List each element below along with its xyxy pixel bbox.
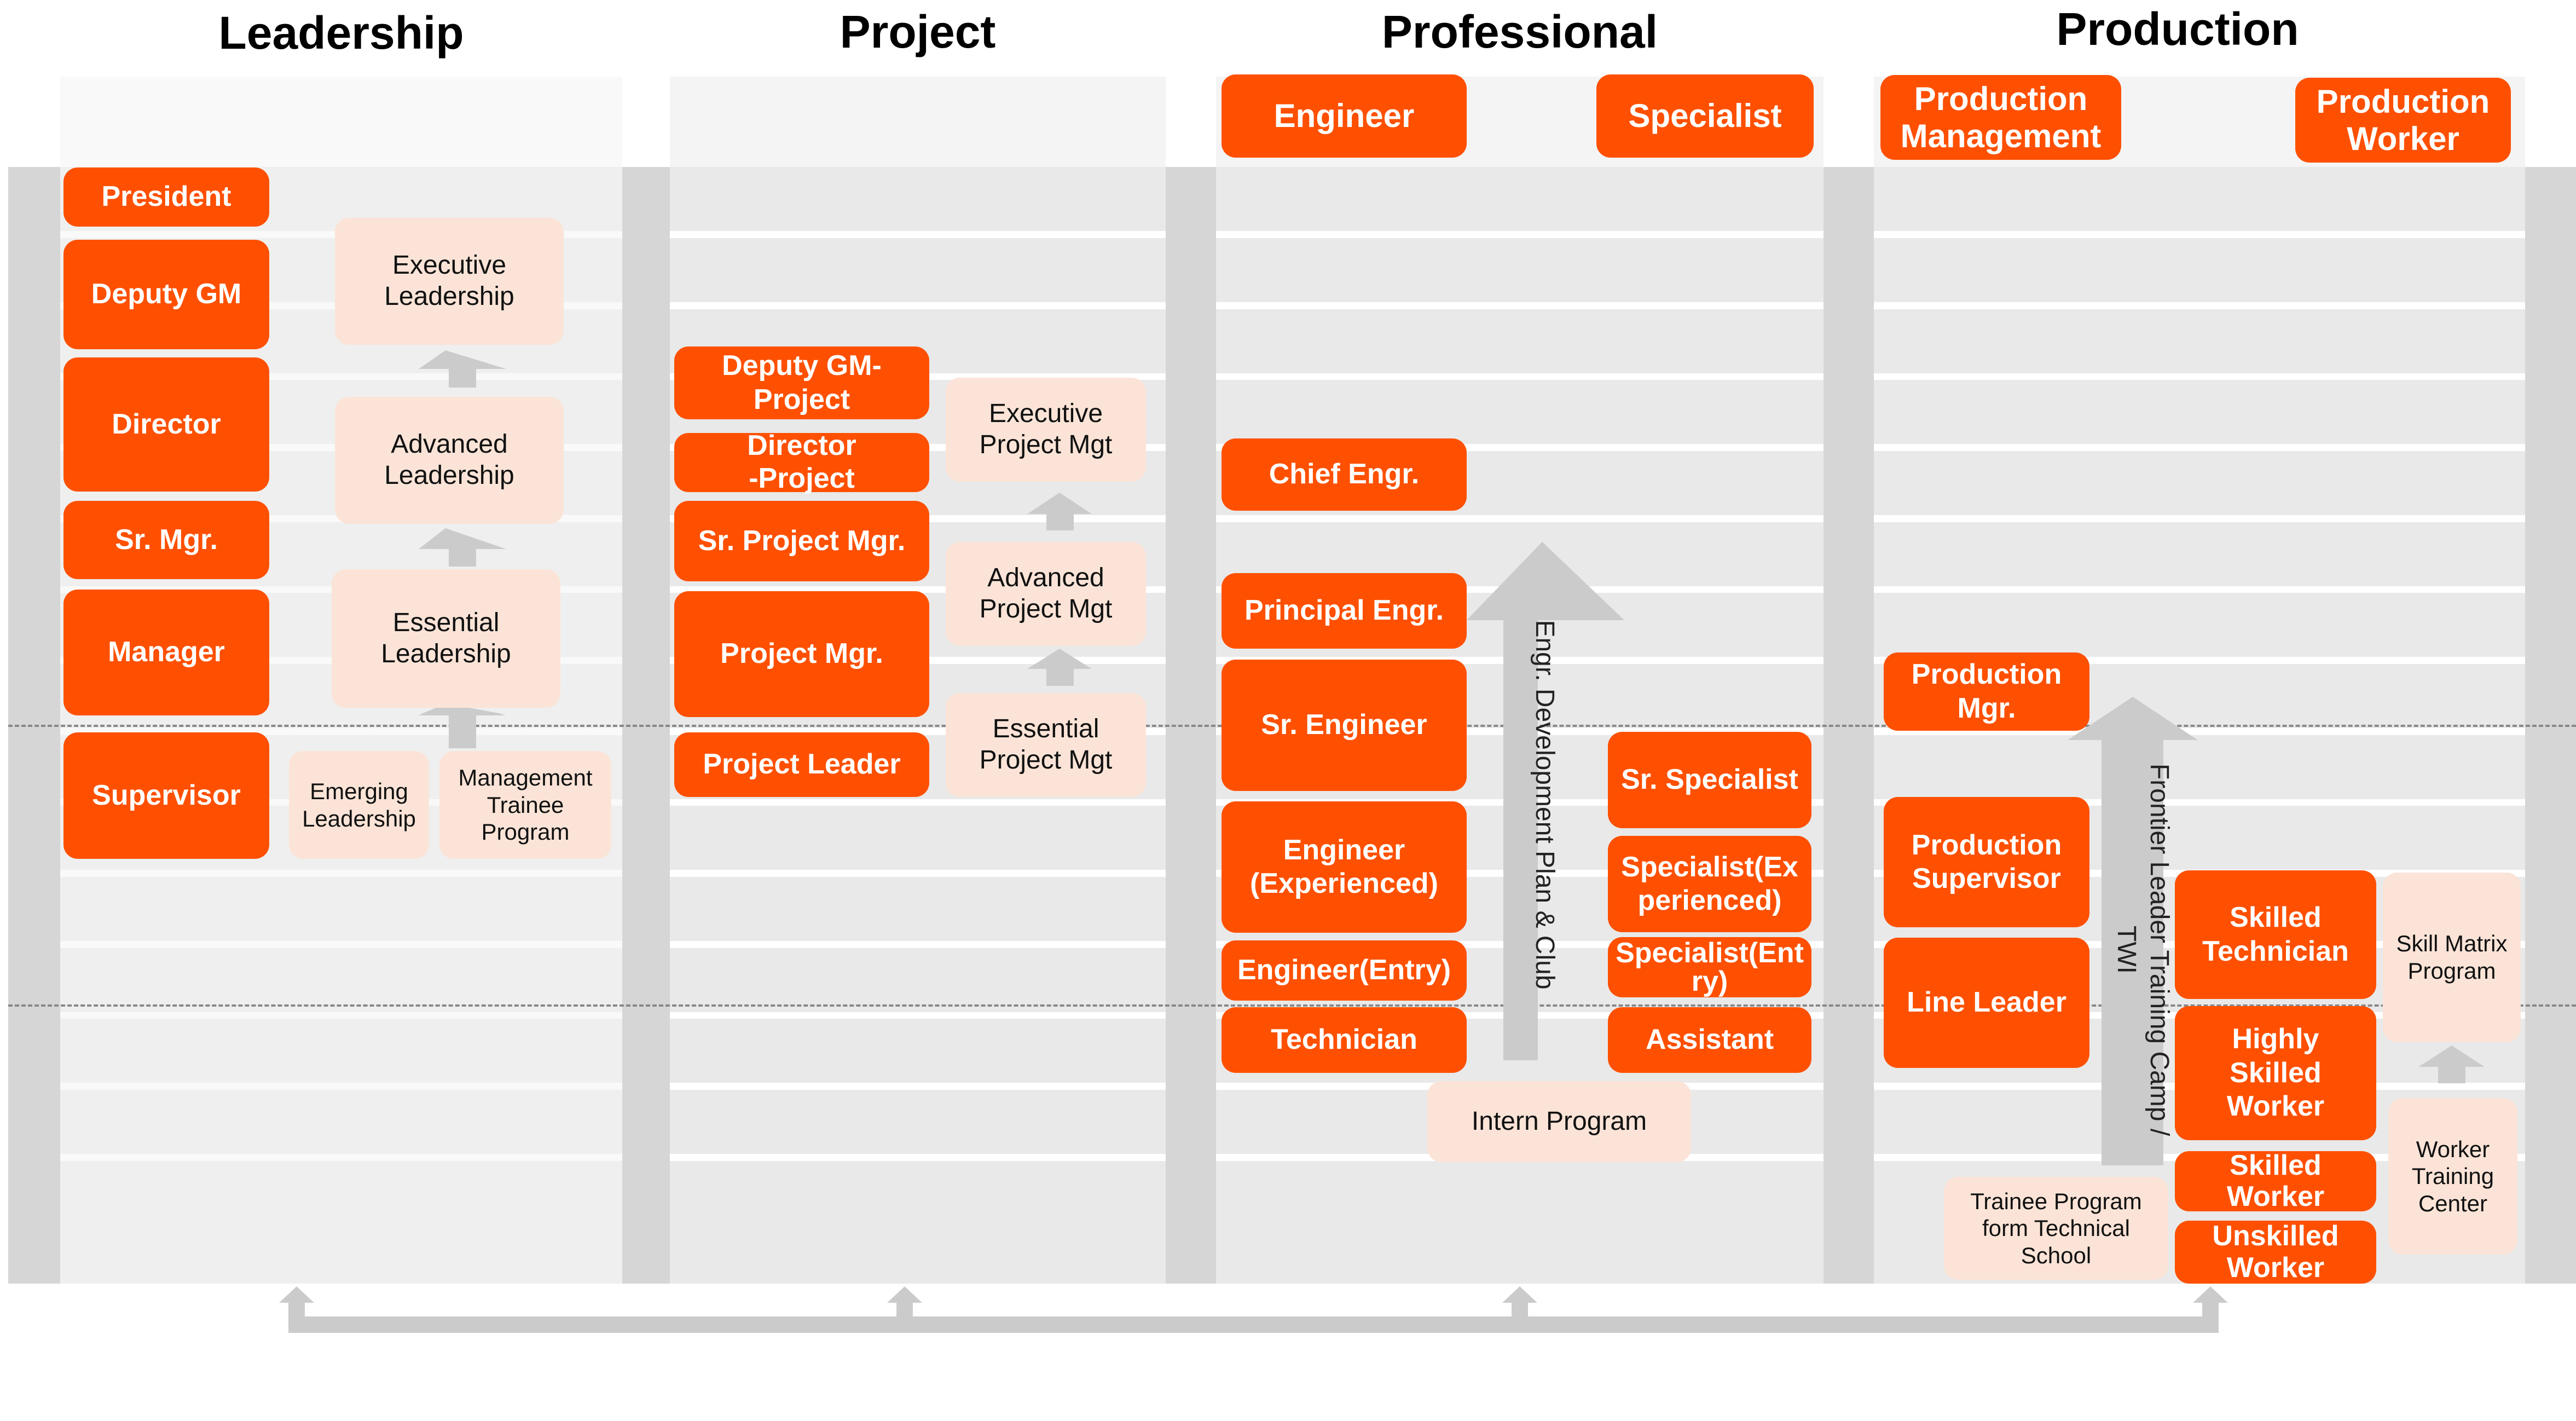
up-arrow (419, 350, 506, 369)
level-engineer-experienced: Engineer (Experienced) (1222, 801, 1467, 933)
level-chief-engr: Chief Engr. (1222, 438, 1467, 511)
connector-line (896, 1300, 913, 1333)
dev-plan-arrow (1503, 620, 1538, 1060)
level-deputy-gm: Deputy GM (63, 240, 269, 349)
divider-line (8, 1004, 2576, 1007)
program-essential-project-mgt: Essential Project Mgt (946, 693, 1146, 797)
track-specialist: Specialist (1596, 74, 1814, 158)
program-executive-project-mgt: Executive Project Mgt (946, 378, 1146, 482)
program-management-trainee: Management Trainee Program (439, 751, 611, 859)
level-president: President (63, 167, 269, 227)
level-line-leader: Line Leader (1884, 938, 2089, 1068)
level-sr-mgr: Sr. Mgr. (63, 501, 269, 579)
up-arrow (1027, 493, 1092, 514)
program-advanced-project-mgt: Advanced Project Mgt (946, 542, 1146, 646)
program-advanced-leadership: Advanced Leadership (335, 397, 564, 524)
program-essential-leadership: Essential Leadership (332, 569, 560, 708)
professional-header: Professional (1381, 6, 1658, 57)
dev-plan-arrow (1467, 542, 1624, 620)
level-sr-engineer: Sr. Engineer (1222, 660, 1467, 791)
project-header: Project (840, 6, 996, 57)
level-project-leader: Project Leader (674, 732, 929, 797)
connector-arrow (887, 1286, 922, 1303)
up-arrow (2418, 1045, 2485, 1067)
track-production-management: Production Management (1880, 75, 2121, 160)
level-sr-project-mgr: Sr. Project Mgr. (674, 501, 929, 581)
up-arrow (2438, 1066, 2465, 1083)
connector-arrow (2193, 1286, 2228, 1303)
level-specialist-experienced: Specialist(Ex perienced) (1608, 836, 1811, 932)
frontier-label: Frontier Leader Training Camp / TWI (2112, 763, 2174, 1136)
connector-arrow (1502, 1286, 1537, 1303)
up-arrow (1046, 513, 1074, 530)
project-column-bg (670, 77, 1166, 167)
level-production-mgr: Production Mgr. (1884, 652, 2089, 731)
program-worker-training-center: Worker Training Center (2388, 1098, 2517, 1255)
level-sr-specialist: Sr. Specialist (1608, 732, 1811, 828)
program-executive-leadership: Executive Leadership (335, 218, 564, 345)
up-arrow (419, 528, 506, 549)
level-skilled-worker: Skilled Worker (2175, 1149, 2376, 1212)
level-production-supervisor: Production Supervisor (1884, 797, 2089, 927)
level-deputy-gm-project: Deputy GM- Project (674, 346, 929, 419)
track-production-worker: Production Worker (2295, 78, 2511, 163)
up-arrow (449, 712, 476, 748)
leadership-header: Leadership (218, 7, 464, 59)
track-engineer: Engineer (1222, 74, 1467, 158)
level-supervisor: Supervisor (63, 732, 269, 859)
connector-line (1512, 1300, 1528, 1333)
level-project-mgr: Project Mgr. (674, 591, 929, 717)
frontier-arrow (2102, 740, 2163, 1165)
up-arrow (449, 368, 476, 388)
program-trainee-technical-school: Trainee Program form Technical School (1944, 1177, 2168, 1280)
level-principal-engr: Principal Engr. (1222, 573, 1467, 649)
level-skilled-technician: Skilled Technician (2175, 870, 2376, 999)
level-assistant: Assistant (1608, 1007, 1811, 1073)
level-highly-skilled-worker: Highly Skilled Worker (2175, 1006, 2376, 1140)
connector-line (288, 1300, 305, 1333)
level-director-project: Director -Project (674, 430, 929, 494)
production-header: Production (2056, 3, 2299, 55)
connector-arrow (279, 1286, 314, 1303)
level-director: Director (63, 357, 269, 492)
frontier-arrow (2068, 697, 2198, 740)
program-skill-matrix: Skill Matrix Program (2383, 873, 2521, 1042)
up-arrow (1027, 649, 1092, 669)
up-arrow (449, 548, 476, 567)
level-specialist-entry: Specialist(Ent ry) (1608, 937, 1811, 997)
connector-line (2202, 1300, 2219, 1333)
level-engineer-entry: Engineer(Entry) (1222, 940, 1467, 1001)
dev-plan-label: Engr. Development Plan & Club (1530, 620, 1559, 990)
level-manager: Manager (63, 590, 269, 715)
program-emerging-leadership: Emerging Leadership (289, 751, 429, 859)
program-intern: Intern Program (1427, 1081, 1691, 1162)
connector-line (288, 1316, 2219, 1333)
level-technician: Technician (1222, 1007, 1467, 1073)
up-arrow (1046, 668, 1074, 686)
level-unskilled-worker: Unskilled Worker (2175, 1221, 2376, 1284)
